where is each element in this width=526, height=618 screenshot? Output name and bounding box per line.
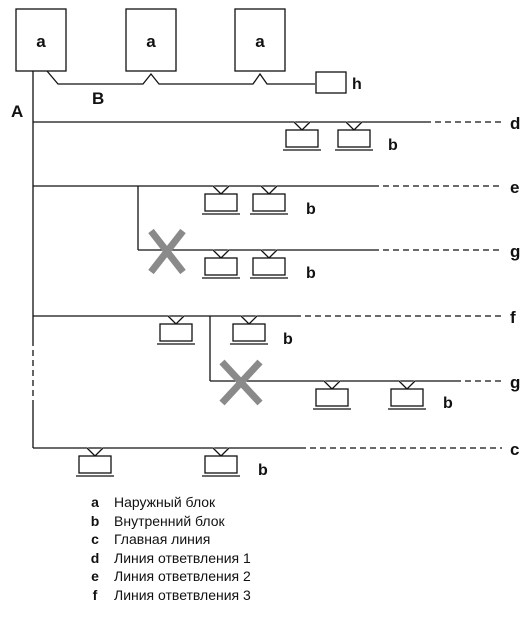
main-line-label: c xyxy=(510,440,519,459)
indoor-unit xyxy=(230,315,268,345)
indoor-unit xyxy=(250,185,288,215)
outdoor-unit-2 xyxy=(125,8,177,72)
outdoor-unit-label: a xyxy=(146,32,156,51)
legend-text: Линия ответвления 3 xyxy=(114,586,251,603)
outdoor-link-pipe xyxy=(46,70,315,85)
indoor-unit xyxy=(202,249,240,279)
legend-key: a xyxy=(91,494,99,511)
legend: a Наружный блок b Внутренний блок c Глав… xyxy=(80,493,251,604)
legend-key: e xyxy=(91,568,99,585)
extra-unit-box xyxy=(315,71,347,94)
legend-text: Линия ответвления 2 xyxy=(114,568,251,585)
indoor-unit xyxy=(313,380,351,410)
indoor-unit-label: b xyxy=(283,331,293,348)
indoor-unit-label: b xyxy=(443,395,453,412)
legend-item: f Линия ответвления 3 xyxy=(80,586,251,605)
indoor-unit-label: b xyxy=(258,462,268,479)
legend-key: f xyxy=(92,586,98,603)
indoor-unit xyxy=(388,380,426,410)
indoor-unit xyxy=(283,121,321,151)
branch-line-2-label: e xyxy=(510,178,519,197)
indoor-unit xyxy=(157,315,195,345)
legend-item: d Линия ответвления 1 xyxy=(80,549,251,568)
indoor-unit-label: b xyxy=(306,201,316,218)
outdoor-unit-label: a xyxy=(36,32,46,51)
invalid-branch-label: g xyxy=(510,373,520,392)
not-allowed-cross-icon xyxy=(148,228,186,275)
legend-text: Наружный блок xyxy=(114,494,216,511)
not-allowed-cross-icon xyxy=(219,359,263,406)
branch-line-3-label: f xyxy=(510,308,516,327)
link-pipe-label: B xyxy=(92,89,104,108)
indoor-unit xyxy=(202,447,240,477)
indoor-unit xyxy=(335,121,373,151)
main-pipe-label: A xyxy=(11,102,23,121)
branch-line-1-label: d xyxy=(510,114,520,133)
indoor-unit xyxy=(250,249,288,279)
legend-item: a Наружный блок xyxy=(80,493,251,512)
legend-key: b xyxy=(90,512,100,529)
legend-item: c Главная линия xyxy=(80,530,251,549)
outdoor-unit-label: a xyxy=(255,32,265,51)
legend-key: d xyxy=(90,549,100,566)
legend-text: Внутренний блок xyxy=(114,512,225,529)
extra-unit-label: h xyxy=(352,76,362,93)
legend-text: Главная линия xyxy=(114,531,211,548)
invalid-branch-label: g xyxy=(510,242,520,261)
indoor-unit xyxy=(202,185,240,215)
legend-item: e Линия ответвления 2 xyxy=(80,567,251,586)
indoor-unit xyxy=(76,447,114,477)
legend-text: Линия ответвления 1 xyxy=(114,549,251,566)
indoor-unit-label: b xyxy=(306,265,316,282)
outdoor-unit-3 xyxy=(234,8,286,72)
legend-key: c xyxy=(91,531,99,548)
indoor-unit-label: b xyxy=(388,137,398,154)
legend-item: b Внутренний блок xyxy=(80,512,251,531)
piping-diagram: a a a h A B d e g f g c b b b b b b xyxy=(11,8,520,479)
outdoor-unit-1 xyxy=(15,8,67,72)
